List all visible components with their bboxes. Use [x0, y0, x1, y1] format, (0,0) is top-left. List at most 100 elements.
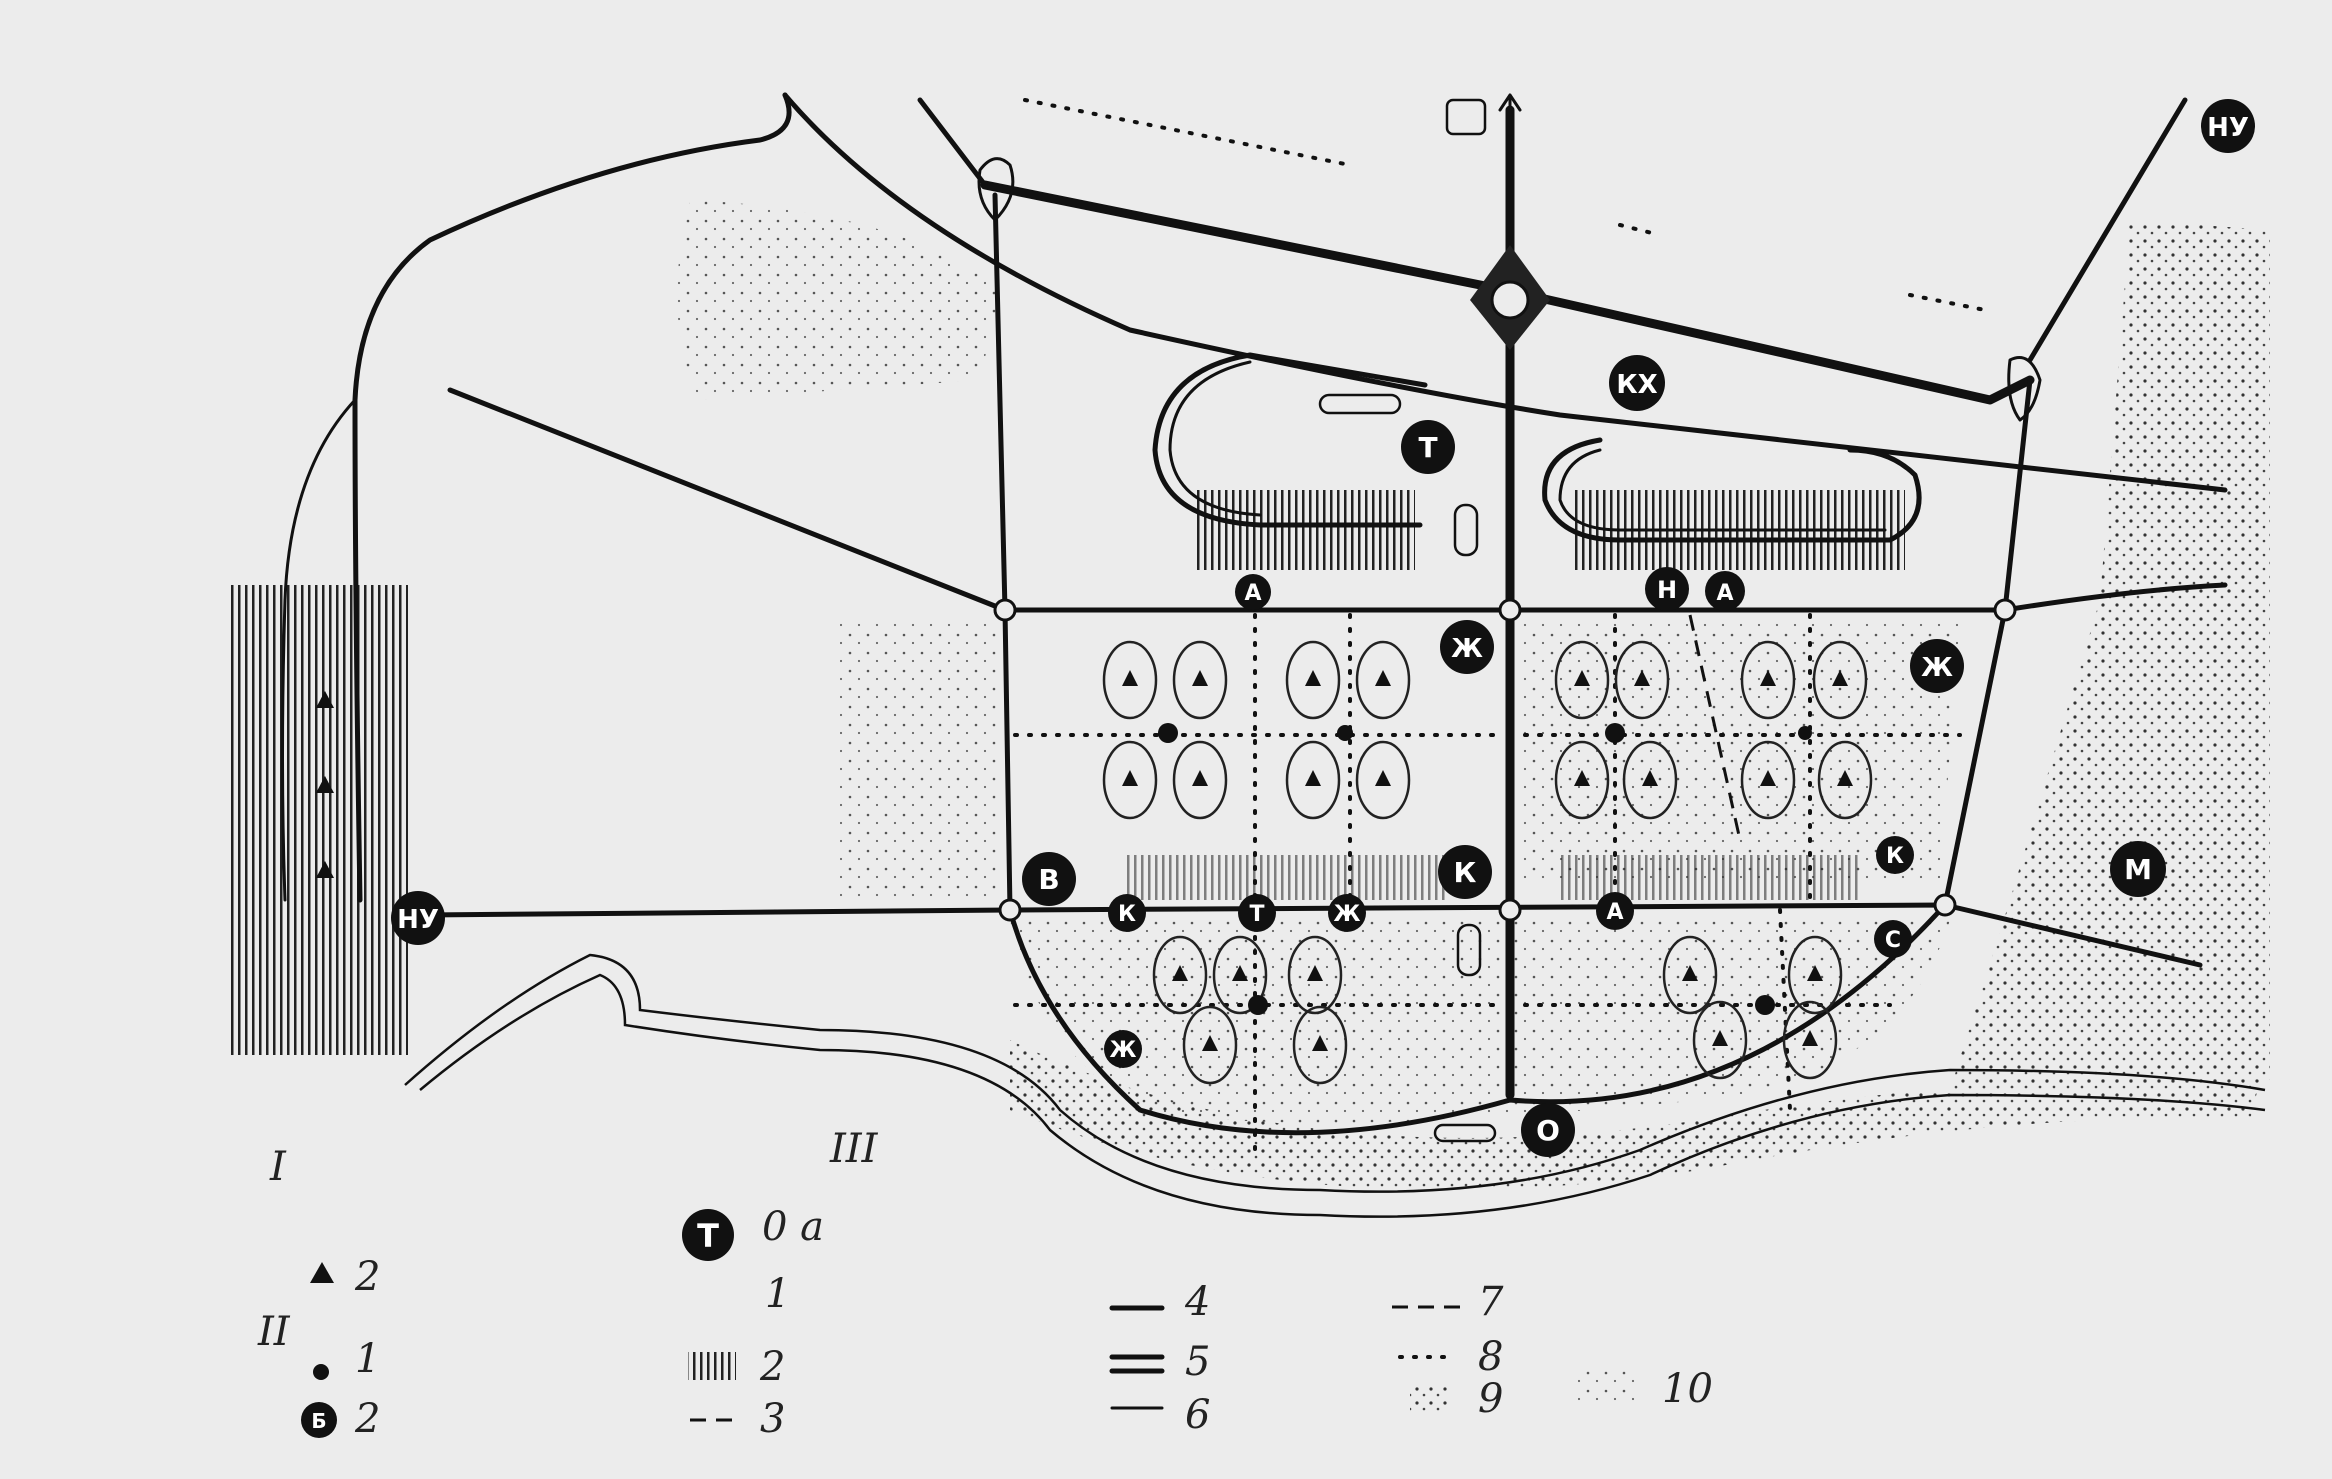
school-triangle-icon: [316, 861, 334, 878]
map-markers: НУ НУ КХ Т А Н А Ж Ж В К К Т Ж А К С М Ж…: [391, 99, 2255, 1157]
legend-double-road-icon: [1109, 1354, 1165, 1374]
node-center-north: [1498, 598, 1522, 622]
marker-zh-row: Ж: [1328, 894, 1366, 932]
loop-east-inner: [1558, 448, 1887, 532]
dotted-col-5: [1778, 908, 1792, 1112]
school-triangle-icon: [1634, 670, 1650, 686]
legend-marker-t-letter: Т: [697, 1217, 719, 1255]
school-triangle-icon: [1122, 670, 1138, 686]
svg-text:НУ: НУ: [397, 905, 439, 935]
marker-a-north: А: [1235, 574, 1271, 610]
legend-dot-label: 1: [355, 1336, 380, 1382]
service-dot: [1337, 725, 1353, 741]
legend-label-4: 4: [1184, 1279, 1210, 1325]
road-south-avenue: [422, 902, 2203, 968]
residential-cluster: [1285, 740, 1341, 820]
legend-label-7: 7: [1478, 1279, 1504, 1325]
school-triangle-icon: [1375, 670, 1391, 686]
interchange-center-ring: [1490, 280, 1530, 320]
hatched-strip-east: [1560, 855, 1860, 900]
school-triangle-icon: [1307, 965, 1323, 981]
marker-nu-top-right: НУ: [2201, 99, 2255, 153]
school-triangle-icon: [1305, 670, 1321, 686]
river: [404, 953, 2266, 1218]
marker-k-row: К: [1108, 894, 1146, 932]
service-dot: [1605, 723, 1625, 743]
residential-cluster: [1622, 740, 1678, 820]
node-sw: [998, 898, 1022, 922]
svg-text:К: К: [1454, 856, 1477, 889]
school-triangle-icon: [1122, 770, 1138, 786]
svg-text:Т: Т: [1418, 431, 1437, 464]
legend-roman-3: III: [829, 1126, 879, 1172]
svg-text:В: В: [1038, 863, 1059, 896]
legend-big-marker-icon: [301, 1402, 337, 1438]
loop-west-inner: [1168, 360, 1262, 517]
dotted-line-north-east: [1618, 223, 1987, 312]
marker-o: О: [1521, 1103, 1575, 1157]
school-triangle-icon: [1172, 965, 1188, 981]
outer-road-west: [352, 92, 792, 903]
legend-label-9: 9: [1478, 1376, 1503, 1422]
pier-rect: [1433, 1123, 1497, 1143]
svg-text:Ж: Ж: [1110, 1038, 1137, 1063]
school-triangle-icon: [1574, 670, 1590, 686]
svg-text:А: А: [1606, 900, 1623, 925]
green-zone-center-east: [1520, 620, 1960, 880]
station-loops: [1152, 93, 1922, 1143]
service-dot: [1158, 723, 1178, 743]
residential-cluster: [1212, 935, 1268, 1015]
legend-tri-label: 2: [354, 1254, 380, 1300]
service-dot: [1755, 995, 1775, 1015]
residential-cluster: [1614, 640, 1670, 720]
svg-text:Ж: Ж: [1334, 902, 1361, 927]
marker-a-row: А: [1596, 892, 1634, 930]
residential-cluster: [1817, 740, 1873, 820]
svg-text:НУ: НУ: [2207, 113, 2249, 143]
residential-cluster: [1692, 1000, 1748, 1080]
green-zone-center-west: [840, 620, 1000, 900]
svg-text:К: К: [1118, 902, 1136, 927]
dotted-line-north: [1023, 98, 1352, 167]
legend: I III II 2 1 Б 2 Т 0 а 1 2 3 4 5 6 7 8 9…: [257, 1126, 1713, 1442]
marker-n-north: Н: [1645, 567, 1689, 611]
residential-cluster: [1182, 1005, 1238, 1085]
depot-rect-south: [1456, 923, 1482, 977]
highway-north-west-stub: [917, 97, 988, 188]
green-zone-river-south: [1010, 1040, 2260, 1190]
legend-label-0a: 0 а: [762, 1204, 824, 1250]
service-dot: [1798, 726, 1812, 740]
svg-text:Н: Н: [1657, 576, 1677, 604]
residential-cluster: [1740, 740, 1796, 820]
marker-zh-center: Ж: [1440, 620, 1494, 674]
loop-east: [1542, 437, 1922, 543]
node-nw: [993, 598, 1017, 622]
road-west-diagonal: [447, 387, 1008, 613]
school-triangle-icon: [1832, 670, 1848, 686]
legend-stipple-icon: [1410, 1385, 1450, 1415]
loop-west: [1152, 352, 1428, 528]
node-se: [1933, 893, 1957, 917]
school-triangle-icon: [1712, 1030, 1728, 1046]
marker-nu-left: НУ: [391, 891, 445, 945]
legend-hatch-icon: [688, 1352, 736, 1380]
legend-roman-1: I: [269, 1144, 287, 1190]
greenery-zones: [677, 200, 2270, 1190]
river-bank-south: [419, 973, 2266, 1218]
legend-label-6: 6: [1185, 1392, 1210, 1438]
residential-cluster: [1102, 640, 1158, 720]
svg-text:Ж: Ж: [1921, 653, 1953, 683]
depot-rect-center: [1453, 503, 1479, 557]
school-triangle-icon: [1760, 670, 1776, 686]
residential-cluster: [1292, 1005, 1348, 1085]
svg-text:М: М: [2124, 853, 2152, 886]
marker-v: В: [1022, 852, 1076, 906]
residential-cluster: [1662, 935, 1718, 1015]
marker-a-north2: А: [1705, 571, 1745, 611]
road-center-diagonal: [1688, 614, 1742, 841]
school-triangle-icon: [316, 776, 334, 793]
residential-cluster: [1102, 740, 1158, 820]
svg-text:А: А: [1244, 581, 1261, 606]
legend-label-1: 1: [765, 1271, 790, 1317]
